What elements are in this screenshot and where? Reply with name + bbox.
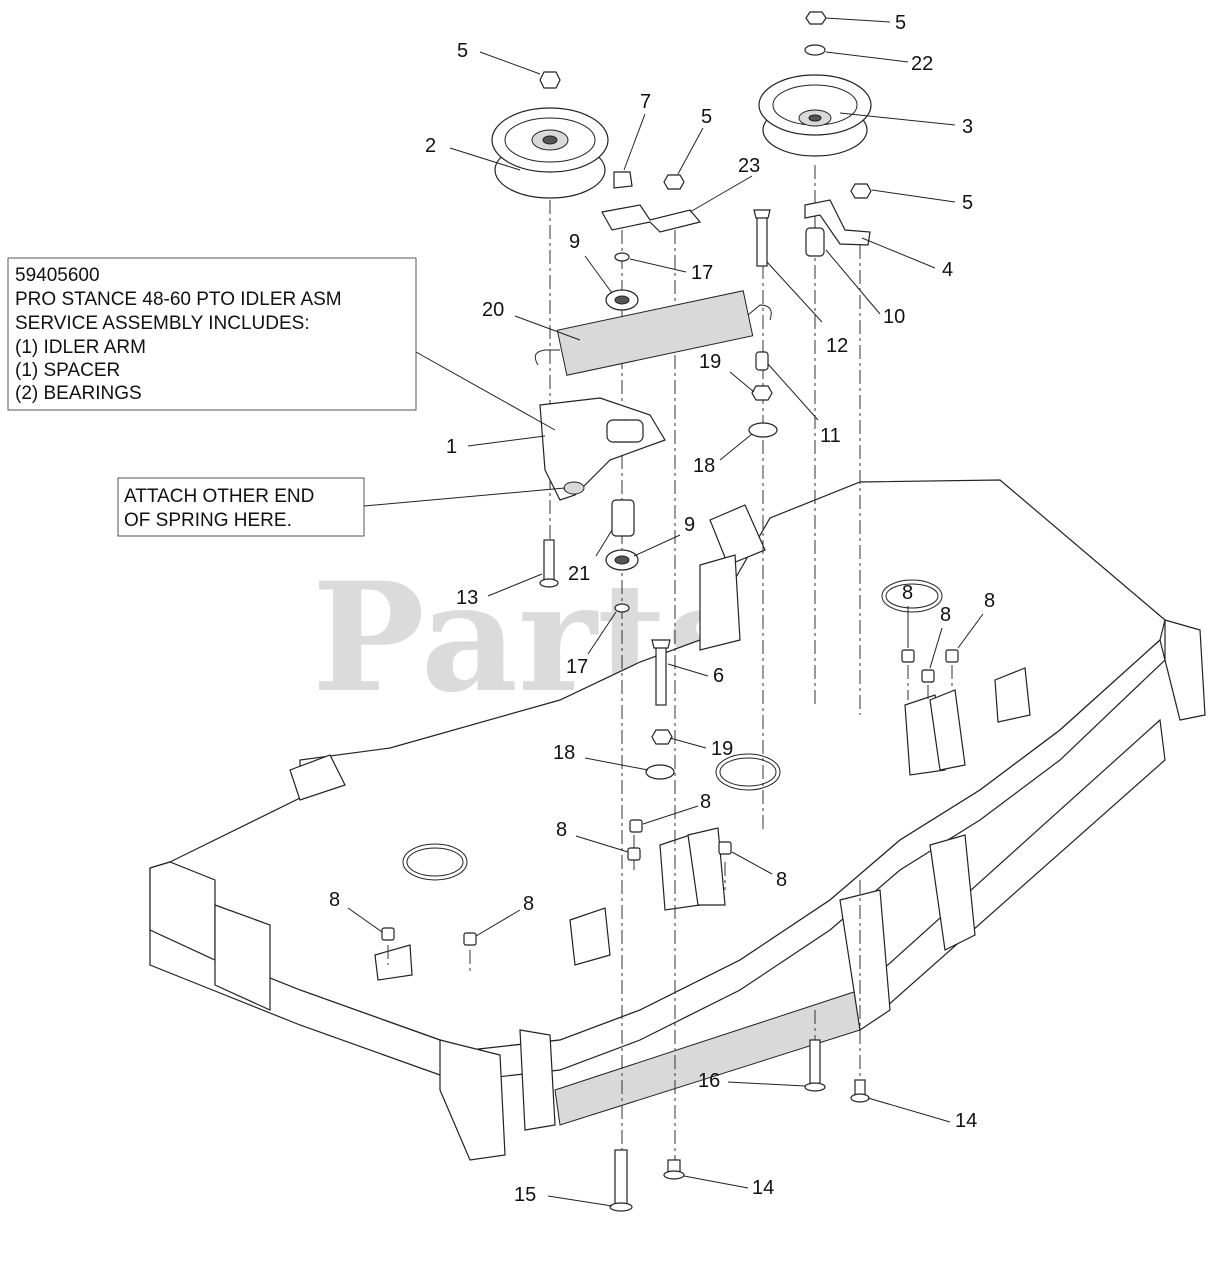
service-assembly-note: 59405600 PRO STANCE 48-60 PTO IDLER ASM …	[7, 257, 556, 431]
callout-21: 21	[568, 563, 590, 585]
callout-16: 16	[698, 1070, 720, 1092]
callout-8: 8	[776, 869, 787, 891]
svg-text:(2) BEARINGS: (2) BEARINGS	[15, 383, 142, 404]
attach-spring-note: ATTACH OTHER END OF SPRING HERE.	[117, 477, 566, 537]
callout-6: 6	[713, 665, 724, 687]
bolts	[539, 209, 870, 1212]
callout-9: 9	[569, 231, 580, 253]
callout-7: 7	[640, 91, 651, 113]
callout-8: 8	[329, 889, 340, 911]
callout-12: 12	[826, 335, 848, 357]
svg-text:PRO STANCE 48-60 PTO IDLER ASM: PRO STANCE 48-60 PTO IDLER ASM	[15, 289, 342, 310]
svg-text:(1) IDLER ARM: (1) IDLER ARM	[15, 337, 146, 358]
callout-5: 5	[701, 106, 712, 128]
callout-5: 5	[962, 192, 973, 214]
callout-14: 14	[752, 1177, 774, 1199]
callout-8: 8	[556, 819, 567, 841]
callout-19: 19	[699, 351, 721, 373]
callout-8: 8	[700, 791, 711, 813]
callout-8: 8	[523, 893, 534, 915]
svg-text:OF SPRING HERE.: OF SPRING HERE.	[124, 510, 292, 531]
svg-text:ATTACH OTHER END: ATTACH OTHER END	[124, 486, 314, 507]
callout-17: 17	[691, 262, 713, 284]
callout-22: 22	[911, 53, 933, 75]
callout-8: 8	[902, 582, 913, 604]
idler-arm	[539, 397, 666, 501]
callout-10: 10	[883, 306, 905, 328]
callout-8: 8	[984, 590, 995, 612]
callout-11: 11	[820, 425, 841, 447]
callout-2: 2	[425, 135, 436, 157]
callout-3: 3	[962, 116, 973, 138]
spring	[534, 290, 772, 376]
callout-23: 23	[738, 155, 760, 177]
callout-14: 14	[955, 1110, 977, 1132]
callout-1: 1	[446, 436, 457, 458]
callout-5: 5	[457, 40, 468, 62]
callout-17: 17	[566, 656, 588, 678]
svg-text:59405600: 59405600	[15, 265, 100, 286]
callout-9: 9	[684, 514, 695, 536]
callout-labels: 5 5 22 7 5 3 2 23 5 4 9 17 12 10 20 19 1…	[329, 12, 995, 1207]
pulley-right	[758, 74, 872, 157]
center-lines	[387, 165, 953, 1160]
callout-5: 5	[895, 12, 906, 34]
callout-18: 18	[553, 742, 575, 764]
hex-nuts	[539, 11, 872, 745]
callout-15: 15	[514, 1184, 536, 1206]
svg-text:SERVICE ASSEMBLY INCLUDES:: SERVICE ASSEMBLY INCLUDES:	[15, 313, 310, 334]
spacers-bearings	[605, 227, 825, 780]
svg-text:(1) SPACER: (1) SPACER	[15, 360, 120, 381]
callout-19: 19	[711, 738, 733, 760]
callout-8: 8	[940, 604, 951, 626]
deck-bolts-8	[381, 649, 959, 946]
callout-4: 4	[942, 259, 953, 281]
brackets	[601, 199, 871, 246]
callout-18: 18	[693, 455, 715, 477]
callout-13: 13	[456, 587, 478, 609]
pulley-left	[491, 107, 609, 199]
callout-20: 20	[482, 299, 504, 321]
